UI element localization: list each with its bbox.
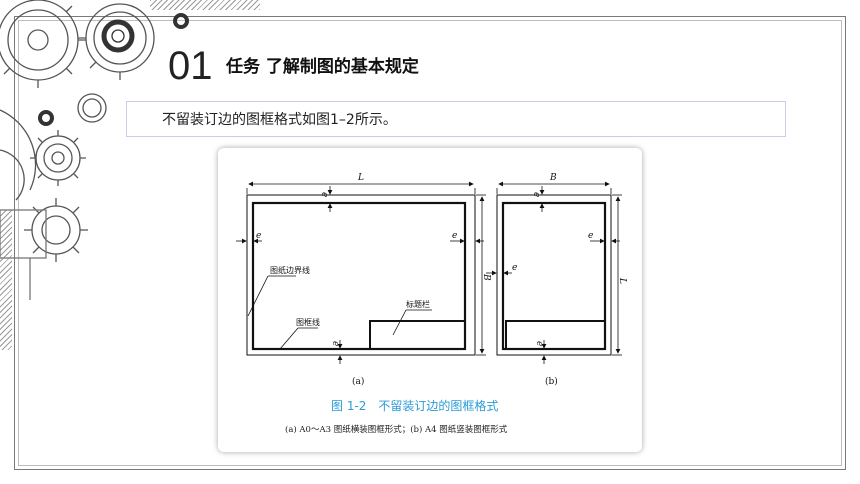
decorative-hatch-top <box>150 0 260 10</box>
subtitle-text: 不留装订边的图框格式如图1–2所示。 <box>162 112 397 128</box>
gear-icon <box>24 198 88 262</box>
panel-b-title-block <box>505 320 606 350</box>
panel-a <box>236 181 486 364</box>
panel-a-e-bottom: e <box>330 341 340 346</box>
figure-caption: (a) A0～A3 图纸横装图框形式；(b) A4 图纸竖装图框形式 <box>285 424 508 435</box>
panel-b-e-left: e <box>512 263 517 273</box>
panel-b <box>486 181 622 364</box>
panel-b-dim-B: B <box>549 173 557 183</box>
panel-a-e-top: e <box>319 192 329 197</box>
figure-card: L B e e e e B L e e e e 图纸边界线 图框线 标题栏 (a… <box>218 148 642 452</box>
label-border-line: 图纸边界线 <box>270 265 310 275</box>
panel-b-e-bottom: e <box>534 341 544 346</box>
gears-decoration <box>0 0 189 300</box>
panel-a-dim-L: L <box>357 173 364 183</box>
panel-b-paper-border <box>496 194 612 356</box>
panel-a-title-block <box>369 320 466 350</box>
panel-a-caption: (a) <box>352 376 364 387</box>
gear-icon <box>78 3 155 80</box>
gear-icon <box>101 19 135 53</box>
panel-b-e-top: e <box>531 192 541 197</box>
section-title: 任务 了解制图的基本规定 <box>226 57 419 77</box>
panel-b-caption: (b) <box>545 376 558 387</box>
slide-frame-outer <box>14 16 846 470</box>
gear-icon <box>30 130 86 186</box>
gear-icon <box>0 0 86 88</box>
panel-a-paper-border <box>246 194 476 356</box>
label-frame-line: 图框线 <box>296 317 320 327</box>
label-title-block: 标题栏 <box>406 299 430 309</box>
panel-b-frame <box>501 201 607 351</box>
figure-drawing: L B e e e e B L e e e e 图纸边界线 图框线 标题栏 (a… <box>236 173 627 435</box>
panel-a-frame <box>251 201 467 351</box>
slide-frame-inner <box>18 20 842 466</box>
section-number: 01 <box>168 44 213 88</box>
figure-title: 图 1-2 不留装订边的图框格式 <box>331 398 498 413</box>
panel-b-dim-L: L <box>617 277 627 284</box>
panel-b-e-right: e <box>588 231 593 241</box>
panel-a-dim-B: B <box>481 273 491 281</box>
panel-a-e-left: e <box>256 231 261 241</box>
decorative-hatch-left <box>0 210 12 350</box>
gear-icon <box>38 93 107 126</box>
panel-a-e-right: e <box>452 231 457 241</box>
subtitle-box <box>126 101 786 137</box>
gear-icon <box>173 13 189 29</box>
